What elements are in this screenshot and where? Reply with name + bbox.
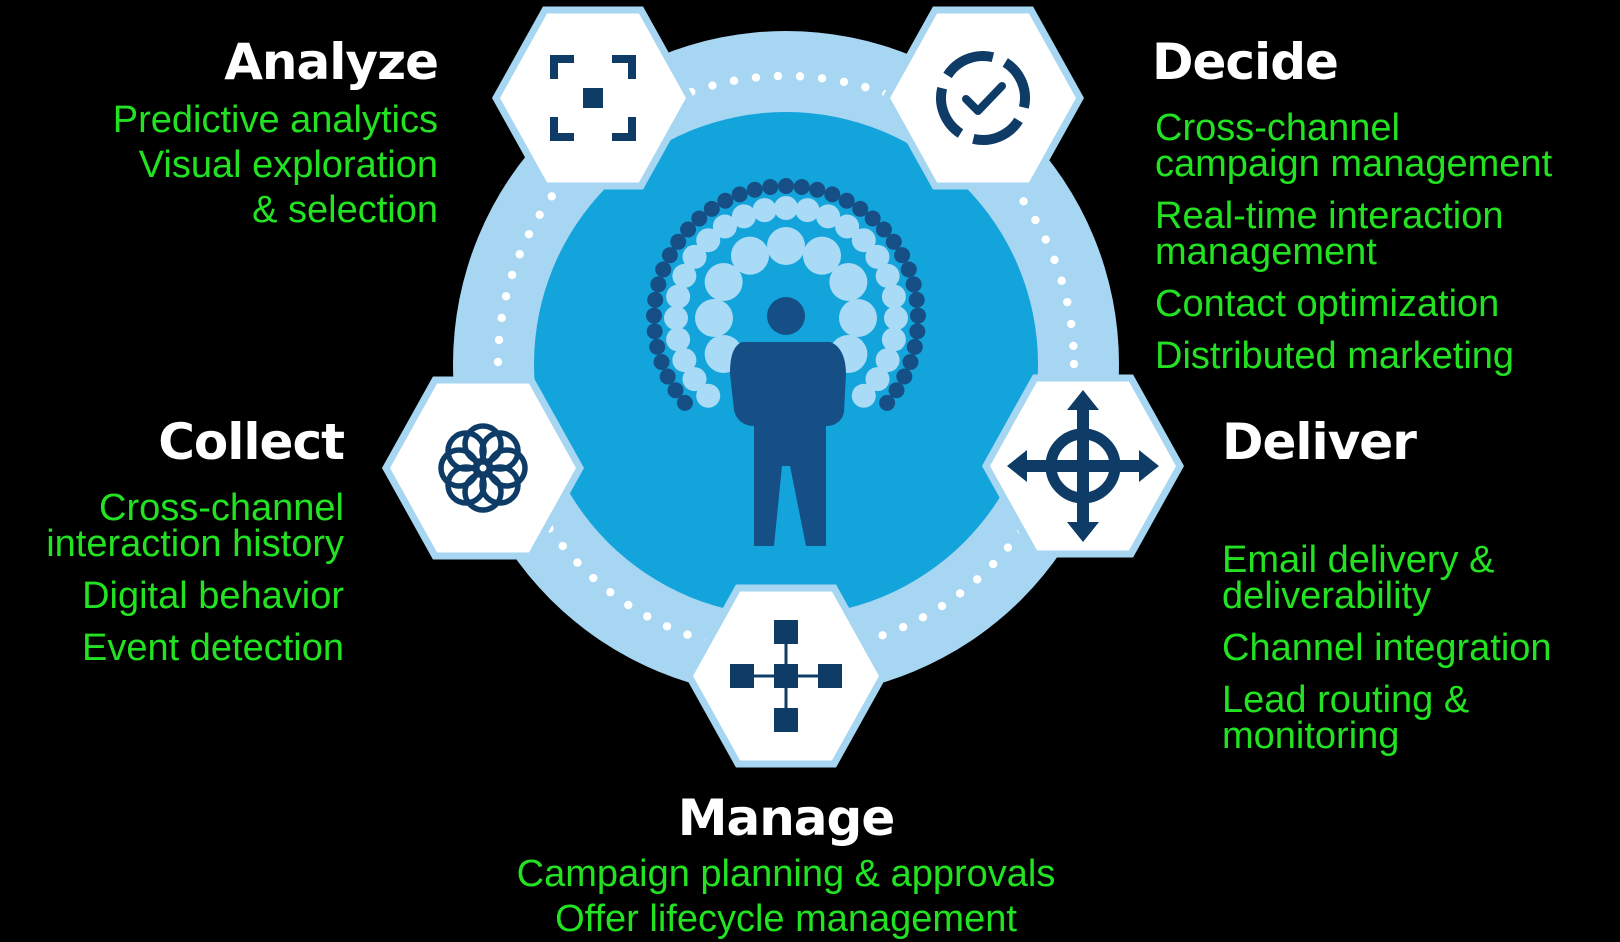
list-item: Event detection [82,627,344,669]
network-nodes-icon [730,620,842,732]
list-item: Digital behavior [82,575,344,617]
analyze-heading: Analyze [224,33,439,91]
list-item: Email delivery & deliverability [1222,539,1495,617]
deliver-heading: Deliver [1222,413,1417,471]
list-item: Real-time interaction management [1155,195,1504,273]
manage-heading: Manage [677,789,896,847]
list-item: Campaign planning & approvals [516,853,1056,895]
list-item: Lead routing & monitoring [1222,679,1470,757]
four-arrows-crosshair-icon [1007,390,1159,542]
manage-items: Campaign planning & approvals Offer life… [436,852,1136,942]
collect-heading: Collect [158,413,345,471]
collect-items: Cross-channel interaction history Digita… [46,487,344,682]
decide-items: Cross-channel campaign management Real-t… [1155,107,1553,390]
list-item: Cross-channel campaign management [1155,107,1553,185]
hex-manage [684,584,888,768]
analyze-items: Predictive analytics Visual exploration … [113,98,438,233]
deliver-items: Email delivery & deliverability Channel … [1222,539,1552,770]
hex-decide [881,6,1085,190]
hex-analyze [491,6,695,190]
list-item: Visual exploration & selection [138,144,438,231]
focus-frame-icon [550,55,636,141]
interlocking-rings-icon [438,423,528,513]
list-item: Channel integration [1222,627,1552,669]
list-item: Predictive analytics [112,99,438,141]
person-with-dot-halo-icon [646,178,926,546]
list-item: Distributed marketing [1155,335,1515,377]
decide-heading: Decide [1152,33,1339,91]
list-item: Cross-channel interaction history [46,487,344,565]
list-item: Offer lifecycle management [555,898,1017,940]
hex-deliver [981,374,1185,558]
list-item: Contact optimization [1155,283,1500,325]
hex-collect [381,376,585,560]
